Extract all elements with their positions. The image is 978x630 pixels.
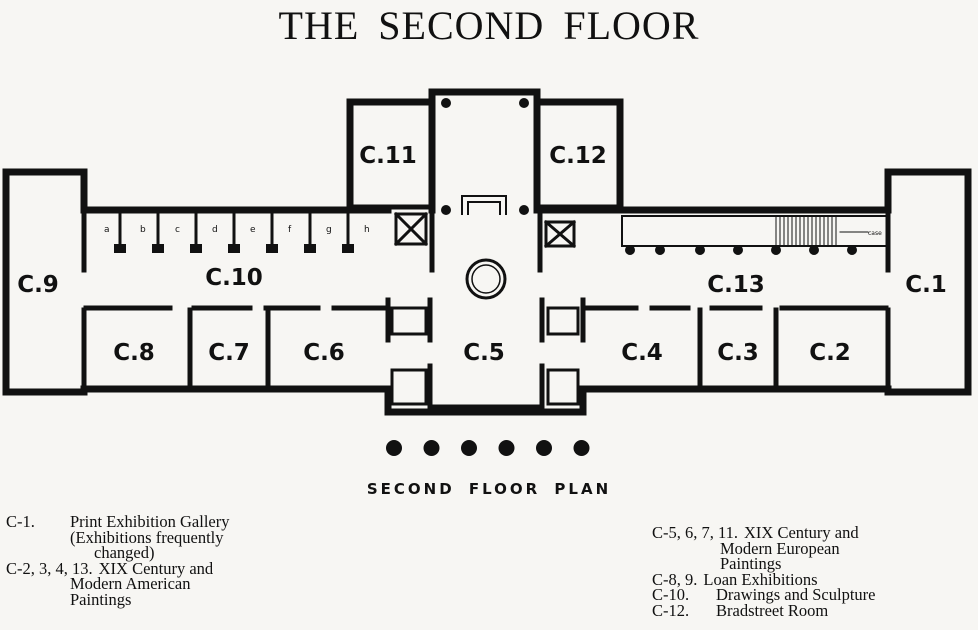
legend-code: C-1. [6,512,35,531]
legend-text: XIX Century and [98,558,214,578]
stair-lines [775,215,869,247]
alcove-f: f [288,225,292,235]
room-c6: C.6 [303,340,345,366]
legend-line: Modern European [720,538,840,558]
portico-column [536,440,552,456]
central-features [461,195,507,300]
case-note: case [868,230,882,237]
room-c7: C.7 [208,340,250,366]
alcove-dividers [118,210,350,250]
legend-line: C-12. Bradstreet Room [652,600,972,620]
room-c12: C.12 [549,143,607,169]
legend-entry: C-12. Bradstreet Room [652,600,972,620]
legend-code: C-5, 6, 7, 11. [652,523,739,542]
plan-caption: SECOND FLOOR PLAN [366,480,612,498]
portico-column [386,440,402,456]
legend-text: Loan Exhibitions [703,569,818,589]
legend-code: C-8, 9. [652,569,698,589]
room-c9: C.9 [17,272,59,298]
legend-text: Bradstreet Room [716,600,829,620]
legend-line: (Exhibitions frequently [70,527,224,547]
legend-code: C-10. [652,585,690,604]
alcove-e: e [250,225,256,235]
outer-walls [2,88,972,416]
page-title: THE SECOND FLOOR [278,3,700,48]
portico-column [423,440,440,456]
alcove-b: b [140,225,146,235]
room-c8: C.8 [113,340,155,366]
legend-code: C-2, 3, 4, 13. [6,558,93,578]
legend-line: C-5, 6, 7, 11. XIX Century and [652,523,972,542]
legend-line: Paintings [720,554,782,573]
legend-text: XIX Century and [744,523,859,542]
inner-walls [81,204,891,411]
legend-text: Drawings and Sculpture [716,585,876,604]
legend-line: Modern American [70,574,191,593]
alcove-d: d [212,225,218,235]
alcove-a: a [104,225,110,235]
room-c11: C.11 [359,143,417,169]
legend-line: changed) [94,543,155,562]
legend-entry: C-8, 9.Loan Exhibitions [652,569,972,589]
legend-line: C-2, 3, 4, 13.XIX Century and [6,558,326,578]
legend-line: C-8, 9.Loan Exhibitions [652,569,972,589]
alcove-g: g [326,225,332,235]
pier-blocks [114,98,857,255]
room-c13: C.13 [707,272,765,298]
room-c5: C.5 [463,340,505,366]
portico-columns [386,440,590,456]
legend-code: C-12. [652,600,690,620]
room-c1: C.1 [905,272,947,298]
legend-line: C-1. Print Exhibition Gallery [6,512,326,531]
legend-entry: C-1. Print Exhibition Gallery(Exhibitions… [6,512,326,562]
portico-column [573,440,590,456]
legend-text: Print Exhibition Gallery [70,512,230,531]
room-c3: C.3 [717,340,759,366]
alcove-h: h [364,225,370,235]
legend-line: C-10. Drawings and Sculpture [652,585,972,604]
balustrade [621,215,887,247]
legend-line: Paintings [70,589,132,609]
alcove-c: c [175,225,180,235]
legend-left: C-1. Print Exhibition Gallery(Exhibitions… [6,512,326,609]
service-boxes [390,211,580,406]
portico-column [498,440,515,456]
legend-entry: C-10. Drawings and Sculpture [652,585,972,604]
room-c10: C.10 [205,265,263,291]
room-c4: C.4 [621,340,663,366]
gallery-partitions [83,305,889,389]
portico-column [461,440,477,456]
room-c2: C.2 [809,340,851,366]
